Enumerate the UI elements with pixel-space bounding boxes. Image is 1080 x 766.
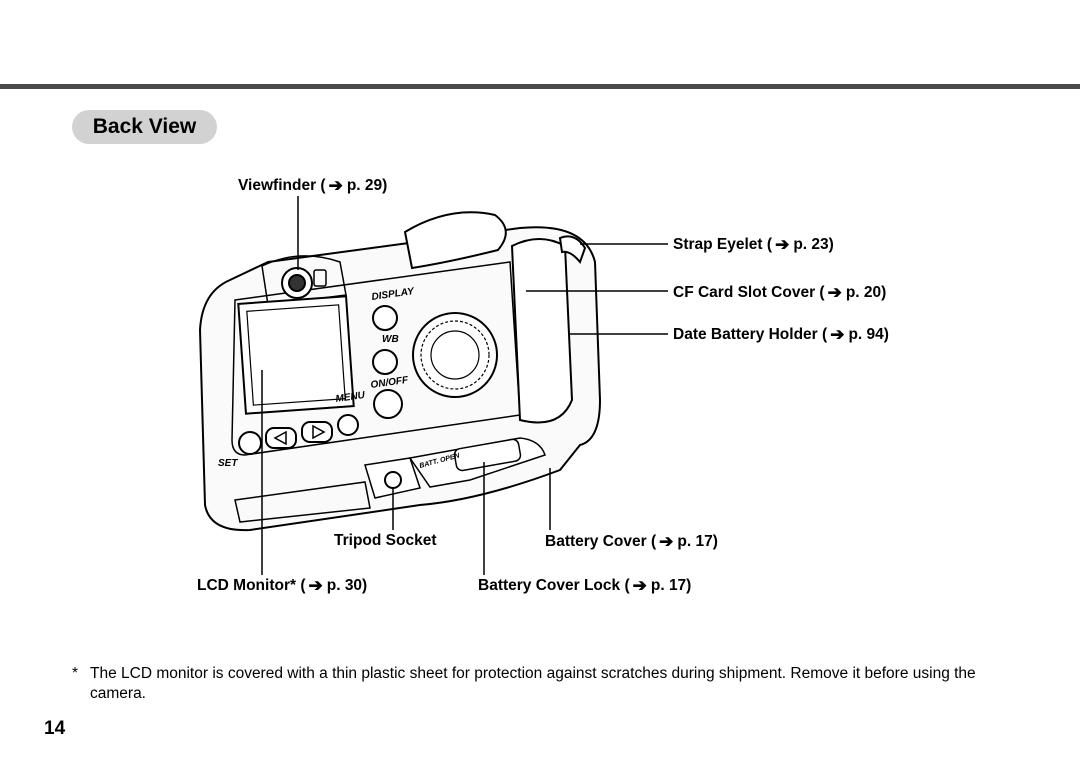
label-battery-cover-lock-text: Battery Cover Lock ( <box>478 577 630 594</box>
arrow-right-icon: ➔ <box>308 576 323 595</box>
right-button-shape <box>301 421 333 443</box>
camera-top-bump <box>261 255 347 306</box>
section-title-text: Back View <box>92 115 197 138</box>
mode-dial <box>412 312 498 398</box>
label-cf-card-page: p. 20) <box>845 284 887 301</box>
label-date-battery-text: Date Battery Holder ( <box>673 326 828 343</box>
label-strap-eyelet-page: p. 23) <box>793 236 834 253</box>
arrow-right-icon: ➔ <box>827 283 842 302</box>
arrow-right-icon: ➔ <box>632 576 647 595</box>
label-battery-cover: Battery Cover ( ➔ p. 17) <box>545 532 718 552</box>
set-marking: SET <box>218 458 238 469</box>
arrow-right-icon: ➔ <box>830 325 845 344</box>
footnote: * The LCD monitor is covered with a thin… <box>72 664 1002 704</box>
label-battery-cover-text: Battery Cover ( <box>545 533 657 550</box>
camera-back-panel <box>231 261 521 456</box>
label-lcd-monitor-text: LCD Monitor* ( <box>197 577 306 594</box>
arrow-right-icon: ➔ <box>328 176 343 195</box>
label-battery-cover-lock-page: p. 17) <box>650 577 692 594</box>
grip-section <box>510 238 574 424</box>
flash-hump <box>403 211 507 270</box>
wb-button-shape <box>372 349 398 375</box>
menu-marking: MENU <box>335 390 366 405</box>
tripod-socket-shape <box>384 471 402 489</box>
on-off-button-shape <box>373 389 403 419</box>
label-tripod-socket-text: Tripod Socket <box>334 532 437 549</box>
bottom-panel <box>234 481 371 523</box>
on-off-marking: ON/OFF <box>370 375 410 391</box>
label-battery-cover-lock: Battery Cover Lock ( ➔ p. 17) <box>478 576 691 596</box>
label-date-battery-page: p. 94) <box>848 326 889 343</box>
label-viewfinder: Viewfinder ( ➔ p. 29) <box>238 176 387 196</box>
header-rule <box>0 84 1080 89</box>
arrow-right-icon: ➔ <box>775 235 790 254</box>
left-button-shape <box>265 427 297 449</box>
menu-button-shape <box>337 414 359 436</box>
label-tripod-socket: Tripod Socket <box>334 532 437 550</box>
arrow-right-icon: ➔ <box>659 532 674 551</box>
lcd-screen <box>237 295 355 415</box>
wb-marking: WB <box>382 334 399 345</box>
strap-eyelet-shape <box>558 235 587 264</box>
footnote-text: The LCD monitor is covered with a thin p… <box>90 665 976 702</box>
page-number: 14 <box>44 718 66 739</box>
label-viewfinder-text: Viewfinder ( <box>238 177 326 194</box>
label-cf-card-slot-cover: CF Card Slot Cover ( ➔ p. 20) <box>673 283 886 303</box>
label-lcd-monitor: LCD Monitor* ( ➔ p. 30) <box>197 576 367 596</box>
battery-cover-lock-shape <box>453 438 522 472</box>
display-button-shape <box>372 305 398 331</box>
label-cf-card-text: CF Card Slot Cover ( <box>673 284 825 301</box>
label-strap-eyelet-text: Strap Eyelet ( <box>673 236 773 253</box>
section-title: Back View <box>72 110 217 144</box>
footnote-mark: * <box>72 665 79 682</box>
label-lcd-monitor-page: p. 30) <box>326 577 368 594</box>
set-button-shape <box>238 431 262 455</box>
label-date-battery-holder: Date Battery Holder ( ➔ p. 94) <box>673 325 889 345</box>
label-strap-eyelet: Strap Eyelet ( ➔ p. 23) <box>673 235 834 255</box>
label-battery-cover-page: p. 17) <box>677 533 718 550</box>
label-viewfinder-page: p. 29) <box>346 177 388 194</box>
